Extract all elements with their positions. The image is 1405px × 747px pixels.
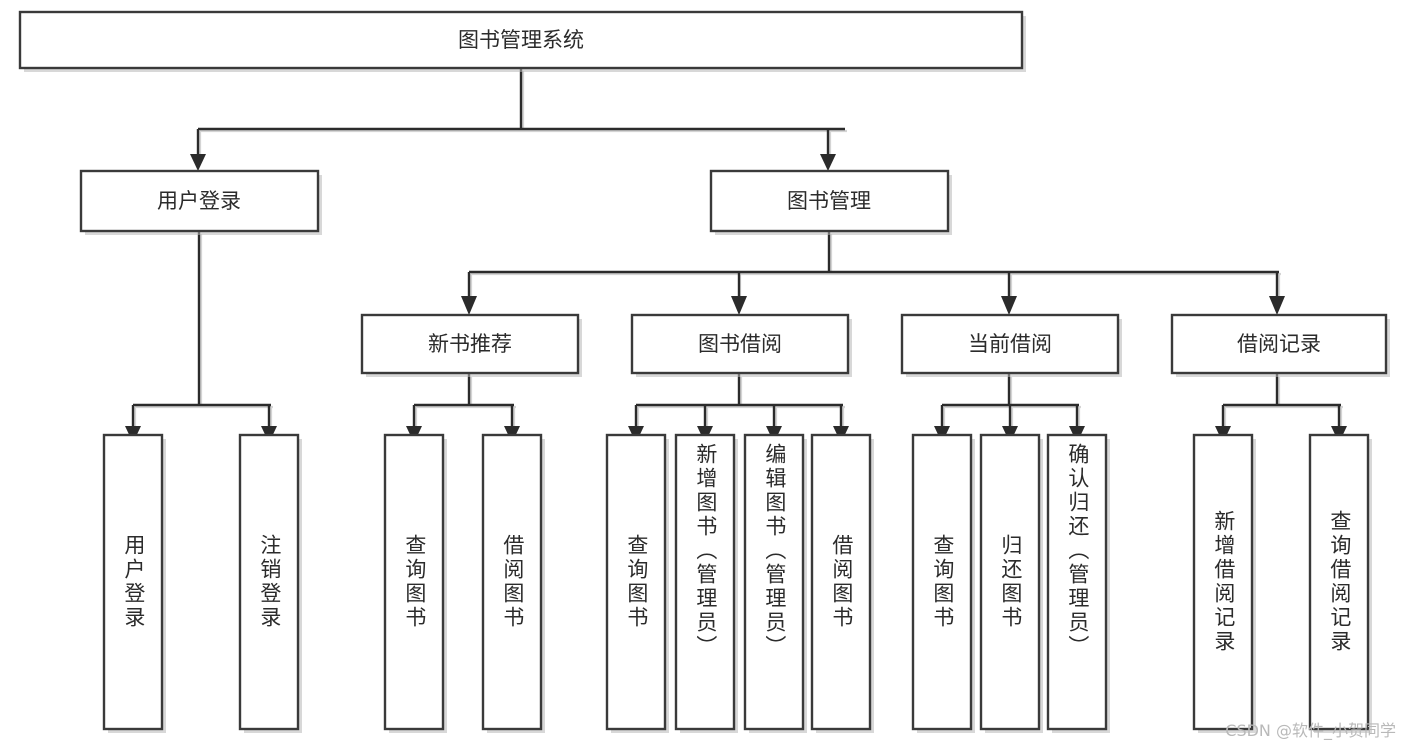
node-book-borrow[interactable]: 图书借阅 <box>630 313 852 377</box>
node-label-leaf-confirm-return: 确认归还（管理员） <box>1065 443 1090 659</box>
edges-root-to-level2 <box>190 68 847 171</box>
node-leaf-query-record[interactable]: 查询借阅记录 <box>1308 433 1372 733</box>
node-label-borrow-record: 借阅记录 <box>1237 332 1321 356</box>
csdn-watermark: CSDN @软件_小贺同学 <box>1225 721 1396 740</box>
node-borrow-record[interactable]: 借阅记录 <box>1170 313 1390 377</box>
node-label-root: 图书管理系统 <box>458 28 584 52</box>
node-leaf-return-book[interactable]: 归还图书 <box>979 433 1043 733</box>
edges-bookborrow-to-leaves <box>628 374 849 443</box>
node-leaf-borrow-book-1[interactable]: 借阅图书 <box>481 433 545 733</box>
node-root-system[interactable]: 图书管理系统 <box>18 10 1026 72</box>
node-label-leaf-add-book: 新增图书（管理员） <box>693 443 718 659</box>
node-label-leaf-edit-book: 编辑图书（管理员） <box>762 443 787 659</box>
edges-borrowrecord-to-leaves <box>1215 374 1347 443</box>
node-label-new-book-recommend: 新书推荐 <box>428 332 512 356</box>
node-label-leaf-borrow-book-1: 借阅图书 <box>500 534 525 630</box>
node-label-leaf-query-book-1: 查询图书 <box>402 534 427 630</box>
node-label-leaf-user-logout: 注销登录 <box>257 534 282 630</box>
node-leaf-query-book-3[interactable]: 查询图书 <box>911 433 975 733</box>
node-label-leaf-query-record: 查询借阅记录 <box>1327 510 1352 654</box>
node-leaf-borrow-book-2[interactable]: 借阅图书 <box>810 433 874 733</box>
node-label-leaf-borrow-book-2: 借阅图书 <box>829 534 854 630</box>
node-leaf-user-logout[interactable]: 注销登录 <box>238 433 302 733</box>
node-label-book-borrow: 图书借阅 <box>698 332 782 356</box>
node-leaf-add-book[interactable]: 新增图书（管理员） <box>674 433 738 733</box>
edges-userlogin-to-leaves <box>125 231 277 443</box>
node-leaf-user-login[interactable]: 用户登录 <box>102 433 166 733</box>
node-label-leaf-query-book-3: 查询图书 <box>930 534 955 630</box>
node-leaf-confirm-return[interactable]: 确认归还（管理员） <box>1046 433 1110 733</box>
edges-newbook-to-leaves <box>406 374 520 443</box>
node-label-leaf-return-book: 归还图书 <box>998 534 1023 630</box>
node-label-leaf-add-record: 新增借阅记录 <box>1211 510 1236 654</box>
edges-currentborrow-to-leaves <box>934 374 1085 443</box>
node-label-leaf-query-book-2: 查询图书 <box>624 534 649 630</box>
node-leaf-query-book-1[interactable]: 查询图书 <box>383 433 447 733</box>
node-label-user-login: 用户登录 <box>157 189 241 213</box>
node-label-leaf-user-login: 用户登录 <box>121 534 146 630</box>
node-book-manage[interactable]: 图书管理 <box>709 169 952 235</box>
node-label-book-manage: 图书管理 <box>787 189 871 213</box>
node-label-current-borrow: 当前借阅 <box>968 332 1052 356</box>
edges-bookmanage-to-level3 <box>461 231 1285 315</box>
node-current-borrow[interactable]: 当前借阅 <box>900 313 1122 377</box>
node-leaf-add-record[interactable]: 新增借阅记录 <box>1192 433 1256 733</box>
node-leaf-query-book-2[interactable]: 查询图书 <box>605 433 669 733</box>
node-user-login[interactable]: 用户登录 <box>79 169 322 235</box>
node-leaf-edit-book[interactable]: 编辑图书（管理员） <box>743 433 807 733</box>
node-new-book-recommend[interactable]: 新书推荐 <box>360 313 582 377</box>
